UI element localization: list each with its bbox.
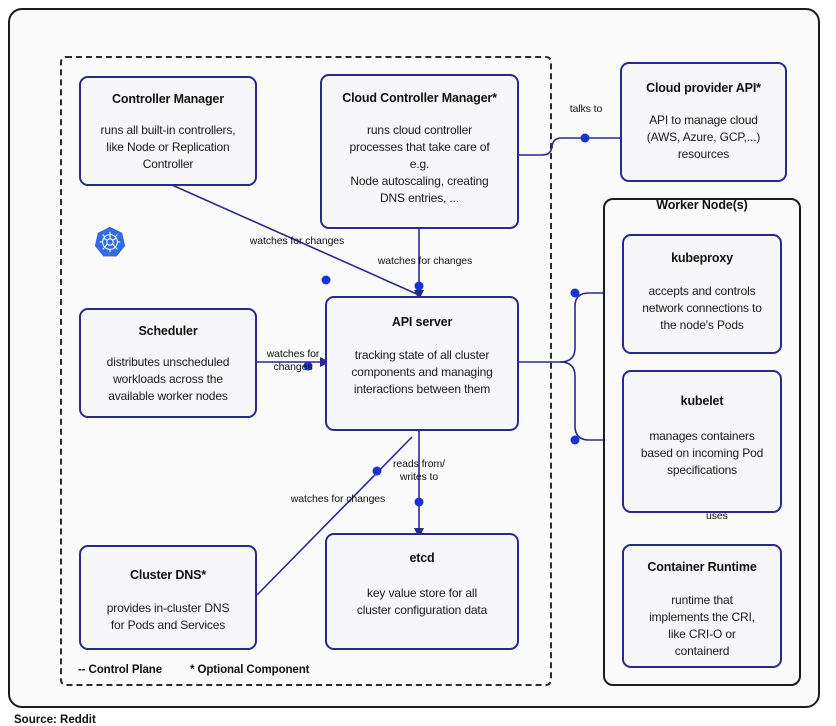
label-scheduler-watches: watches for changes: [266, 348, 320, 374]
kubeproxy-title: kubeproxy: [671, 251, 733, 265]
scheduler-desc: distributes unscheduled workloads across…: [106, 354, 230, 403]
legend-control-plane: -- Control Plane: [78, 664, 163, 676]
cluster-dns-title: Cluster DNS*: [130, 568, 206, 582]
kubelet-desc: manages containers based on incoming Pod…: [640, 428, 764, 477]
container-runtime-desc: runtime that implements the CRI, like CR…: [649, 592, 755, 658]
label-cm-watches: watches for changes: [249, 235, 345, 247]
cloud-provider-api-desc: API to manage cloud (AWS, Azure, GCP,...…: [646, 112, 761, 161]
api-server-desc: tracking state of all cluster components…: [351, 347, 493, 396]
component-cloud-provider-api[interactable]: Cloud provider API* API to manage cloud …: [620, 62, 787, 182]
control-plane-region: [60, 56, 552, 686]
controller-manager-desc: runs all built-in controllers, like Node…: [100, 122, 236, 171]
scheduler-title: Scheduler: [138, 324, 198, 338]
container-runtime-title: Container Runtime: [647, 560, 757, 574]
cloud-provider-api-title: Cloud provider API*: [646, 81, 761, 95]
label-dns-watches: watches for changes: [290, 493, 386, 505]
label-uses: uses: [706, 510, 728, 522]
kubelet-title: kubelet: [680, 394, 724, 408]
etcd-title: etcd: [409, 551, 435, 565]
source-caption: Source: Reddit: [14, 714, 96, 726]
label-ccm-watches: watches for changes: [377, 255, 473, 267]
component-controller-manager[interactable]: Controller Manager runs all built-in con…: [79, 76, 257, 186]
etcd-desc: key value store for all cluster configur…: [356, 585, 488, 617]
worker-node-title: Worker Node(s): [656, 198, 748, 212]
api-server-title: API server: [391, 315, 453, 329]
component-cluster-dns[interactable]: Cluster DNS* provides in-cluster DNS for…: [79, 545, 257, 650]
cluster-dns-desc: provides in-cluster DNS for Pods and Ser…: [106, 600, 230, 632]
label-talks-to: talks to: [569, 103, 603, 115]
component-etcd[interactable]: etcd key value store for all cluster con…: [325, 533, 519, 650]
component-scheduler[interactable]: Scheduler distributes unscheduled worklo…: [79, 308, 257, 418]
component-container-runtime[interactable]: Container Runtime runtime that implement…: [622, 544, 782, 668]
component-api-server[interactable]: API server tracking state of all cluster…: [325, 296, 519, 431]
kubeproxy-desc: accepts and controls network connections…: [642, 283, 762, 332]
component-kubeproxy[interactable]: kubeproxy accepts and controls network c…: [622, 234, 782, 354]
cloud-controller-manager-title: Cloud Controller Manager*: [342, 91, 497, 105]
component-kubelet[interactable]: kubelet manages containers based on inco…: [622, 370, 782, 513]
label-reads-writes: reads from/ writes to: [393, 458, 445, 484]
cloud-controller-manager-desc: runs cloud controller processes that tak…: [349, 122, 490, 205]
legend-optional-component: * Optional Component: [190, 664, 310, 676]
controller-manager-title: Controller Manager: [112, 92, 224, 106]
kubernetes-logo: [94, 226, 126, 258]
component-cloud-controller-manager[interactable]: Cloud Controller Manager* runs cloud con…: [320, 74, 519, 229]
